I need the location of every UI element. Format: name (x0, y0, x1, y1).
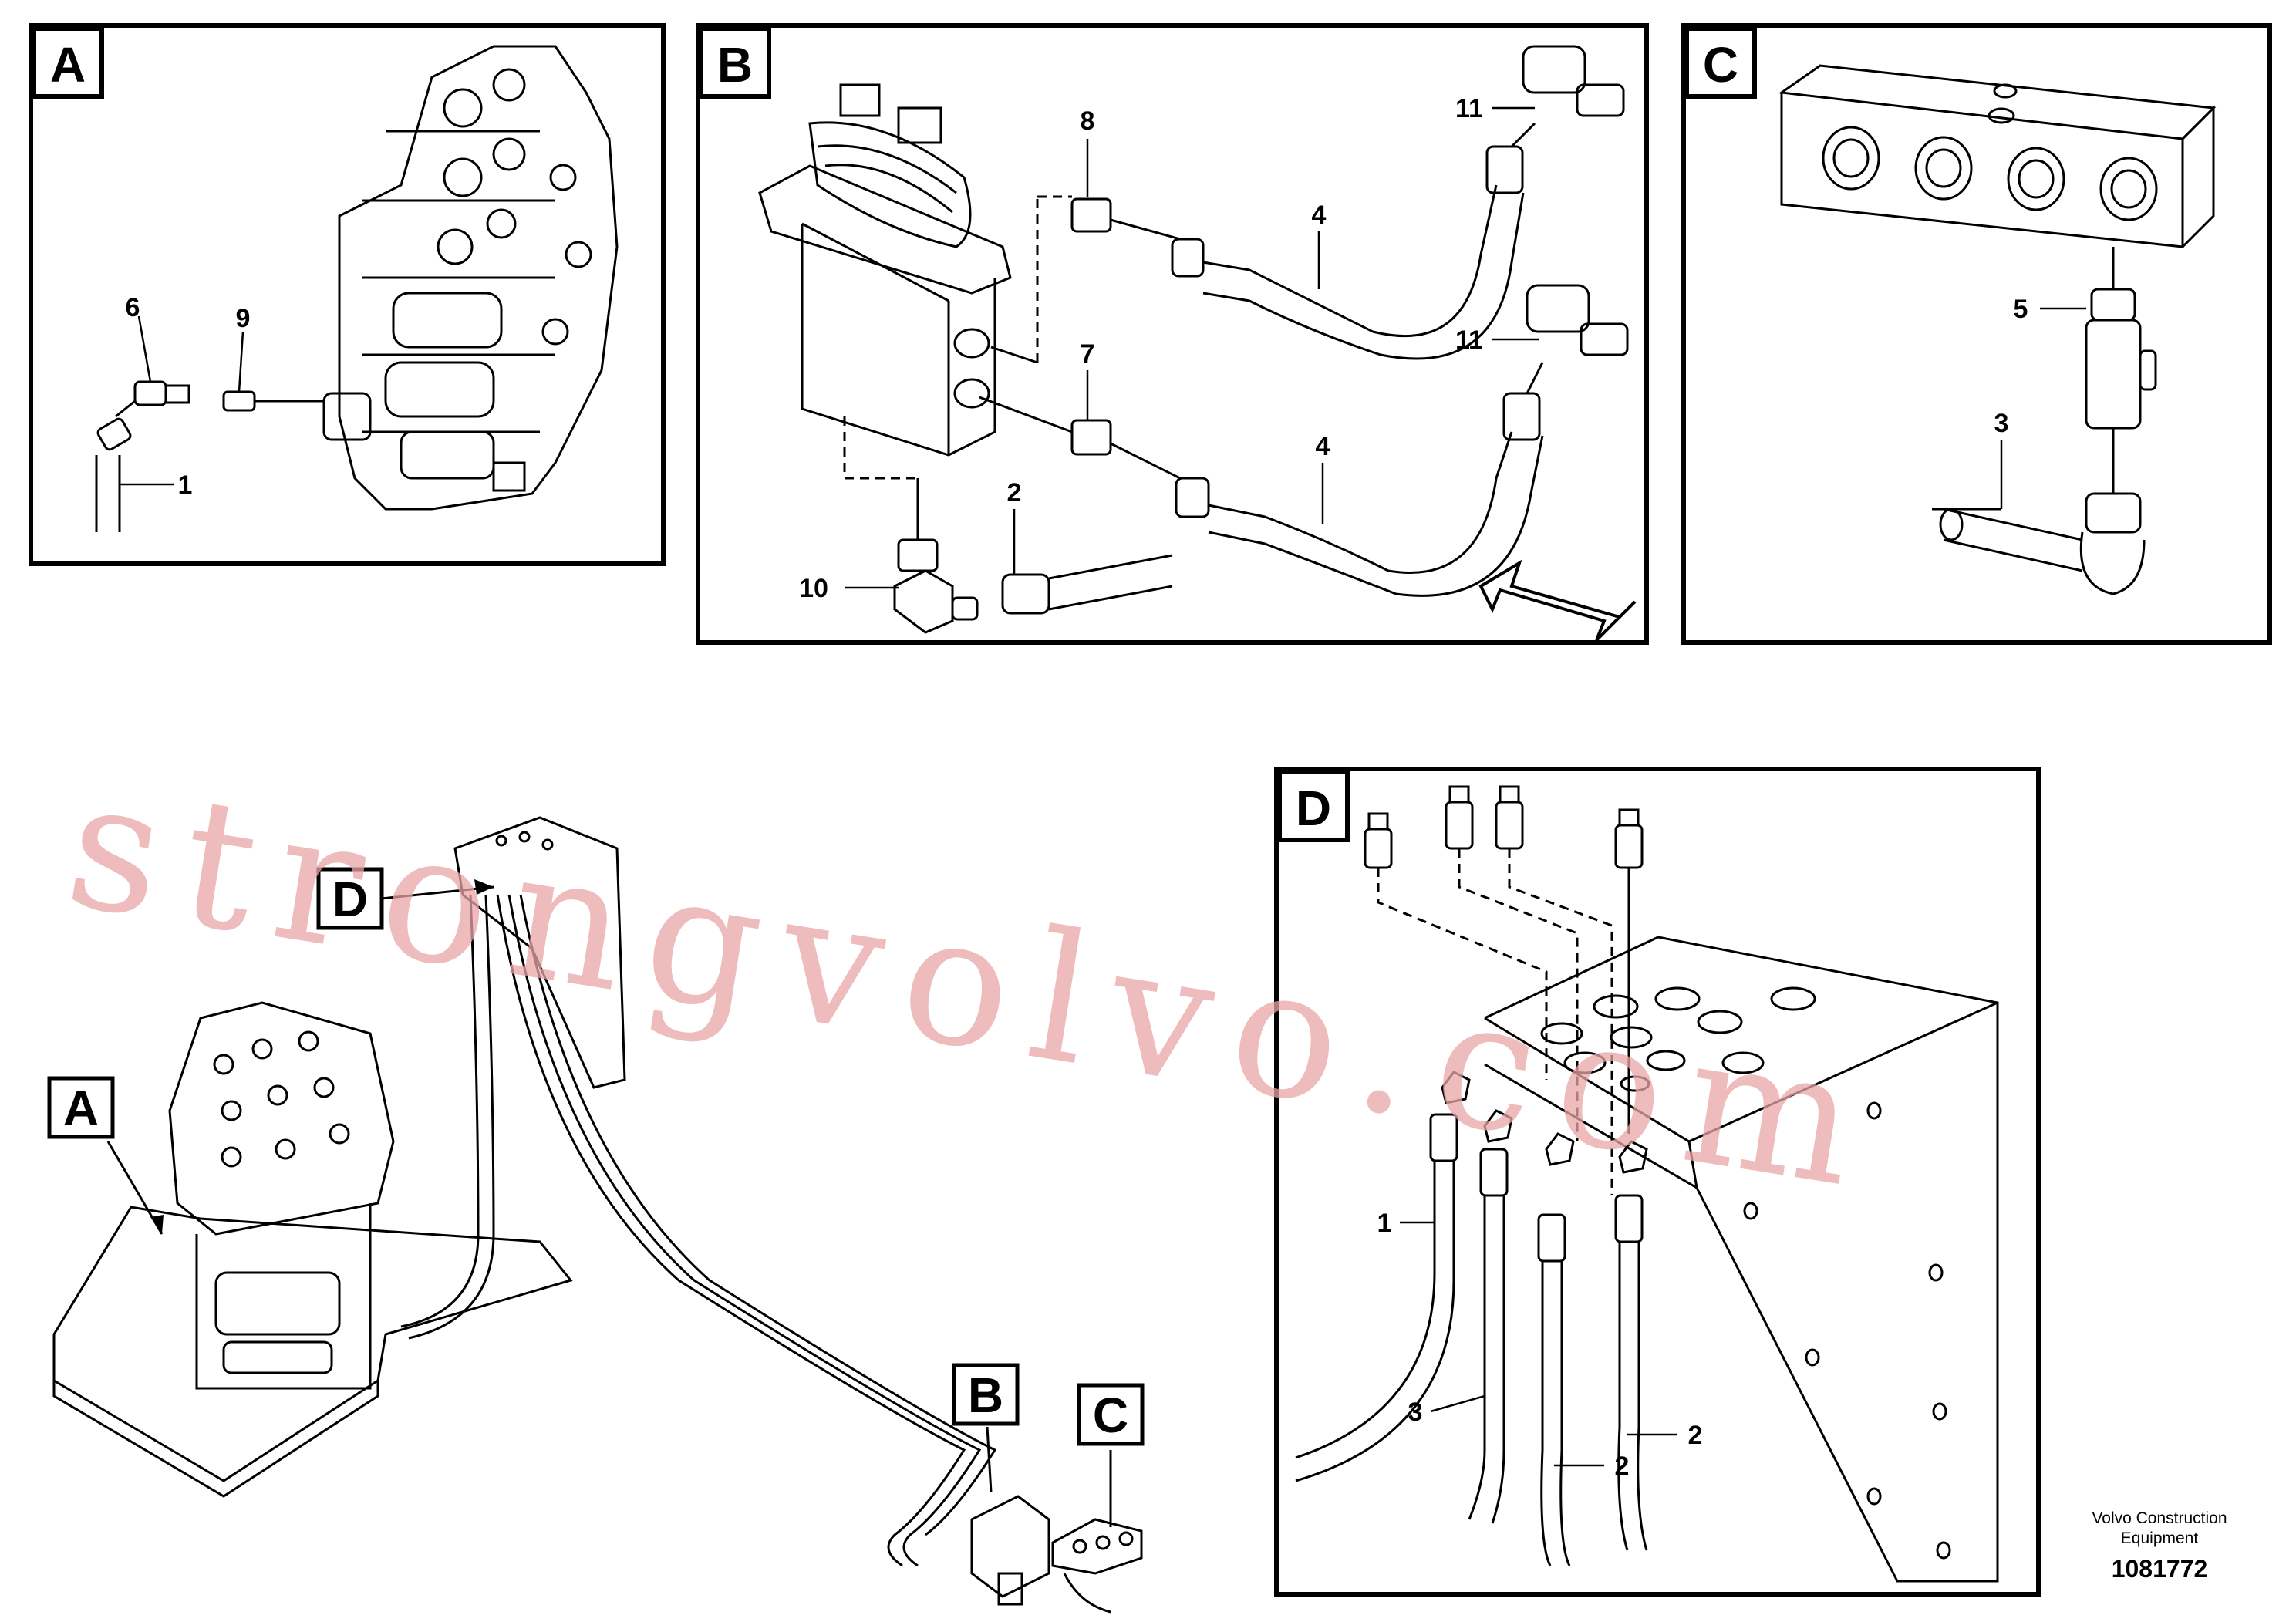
caption-line-2: Equipment (2121, 1529, 2199, 1547)
callout-b-11-bottom: 11 (1455, 325, 1483, 355)
callout-b-7: 7 (1081, 339, 1095, 369)
callout-d-2-lower: 2 (1615, 1452, 1630, 1481)
panel-b-frame (696, 23, 1649, 645)
direction-arrow (1478, 559, 1637, 642)
panel-c-letter: C (1703, 37, 1738, 93)
callout-b-4-top: 4 (1312, 201, 1327, 230)
callout-d-2-upper: 2 (1688, 1421, 1703, 1450)
callout-b-2: 2 (1007, 478, 1022, 508)
overview-tag-a: A (63, 1081, 99, 1136)
caption-line-1: Volvo Construction (2092, 1509, 2227, 1527)
watermark-text: strongvolvo.com (55, 741, 1892, 1230)
drawing-number: 1081772 (2112, 1555, 2208, 1583)
callout-d-3: 3 (1408, 1398, 1423, 1427)
bracket-drawing (1484, 936, 1999, 1583)
panel-a: A 6 9 1 (29, 23, 666, 566)
control-valve-drawing (322, 45, 619, 511)
caption: Volvo Construction Equipment 1081772 (2092, 1509, 2227, 1583)
panel-d: D (1274, 767, 2041, 1597)
panel-c-label-box (1684, 26, 1757, 99)
callout-c-3: 3 (1994, 409, 2009, 438)
callout-b-8: 8 (1081, 106, 1095, 136)
panel-d-label-box (1277, 770, 1350, 842)
fittings-a (95, 380, 324, 532)
panel-b-letter: B (717, 37, 753, 93)
panel-b: B (696, 23, 1649, 645)
overview-tag-c-box (1077, 1383, 1145, 1446)
overview-tag-b: B (968, 1367, 1003, 1423)
overview-tag-c: C (1093, 1388, 1128, 1443)
overview-drawing (52, 816, 1143, 1614)
panel-c-frame (1681, 23, 2272, 645)
hoses-b (893, 45, 1629, 634)
callout-d-1: 1 (1377, 1209, 1392, 1238)
callout-b-4-bottom: 4 (1316, 432, 1330, 461)
pilot-valve-drawing (758, 83, 1012, 480)
overview-tag-d: D (332, 872, 368, 927)
overview-tag-b-box (952, 1363, 1020, 1426)
panel-c: C 5 3 (1681, 23, 2272, 645)
hoses-d (1295, 785, 1648, 1566)
manifold-block-drawing (1778, 64, 2217, 595)
panel-a-letter: A (50, 37, 86, 93)
panel-a-label-box (32, 26, 104, 99)
callout-a-1: 1 (178, 470, 193, 500)
callout-b-11-top: 11 (1455, 94, 1483, 123)
panel-a-frame (29, 23, 666, 566)
callout-b-10: 10 (799, 574, 828, 603)
panel-d-letter: D (1296, 781, 1331, 836)
callout-c-5: 5 (2014, 295, 2028, 324)
panel-b-label-box (699, 26, 771, 99)
overview-tag-a-box (47, 1076, 115, 1139)
callout-a-6: 6 (126, 293, 140, 322)
panel-d-frame (1274, 767, 2041, 1597)
overview: D A B C (47, 816, 1145, 1614)
callout-a-9: 9 (236, 304, 251, 333)
overview-tag-d-box (316, 867, 384, 930)
